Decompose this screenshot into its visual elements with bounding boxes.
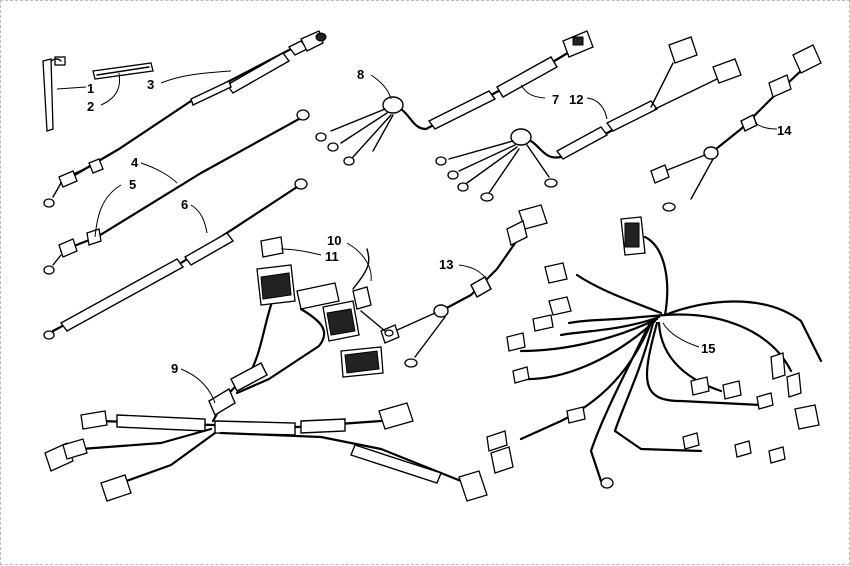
- part-9-main-harness: [44, 303, 488, 502]
- callout-6: 6: [181, 197, 188, 212]
- part-6-cable: [43, 178, 308, 340]
- callout-15: 15: [701, 341, 715, 356]
- callout-labels: 1 2 3 4 5 6 8 7 12 10 11 9 13 14 15: [87, 67, 792, 376]
- callout-leaders: [56, 70, 778, 404]
- callout-13: 13: [439, 257, 453, 272]
- callout-3: 3: [147, 77, 154, 92]
- part-2-strap: [92, 62, 154, 80]
- part-10-11-fuse-holders: [256, 236, 394, 378]
- callout-7: 7: [552, 92, 559, 107]
- part-7-8-12-harness: [315, 30, 742, 202]
- callout-12: 12: [569, 92, 583, 107]
- part-3-cable: [43, 30, 327, 208]
- callout-1: 1: [87, 81, 94, 96]
- callout-14: 14: [777, 123, 792, 138]
- callout-11: 11: [325, 249, 339, 264]
- part-13-harness: [380, 204, 548, 368]
- part-14-harness: [650, 44, 822, 212]
- part-15-harness: [486, 216, 823, 489]
- callout-2: 2: [87, 99, 94, 114]
- callout-9: 9: [171, 361, 178, 376]
- part-1-cable-tie: [42, 56, 66, 132]
- callout-4: 4: [131, 155, 139, 170]
- callout-5: 5: [129, 177, 136, 192]
- callout-10: 10: [327, 233, 341, 248]
- callout-8: 8: [357, 67, 364, 82]
- part-4-5-cable: [43, 109, 310, 275]
